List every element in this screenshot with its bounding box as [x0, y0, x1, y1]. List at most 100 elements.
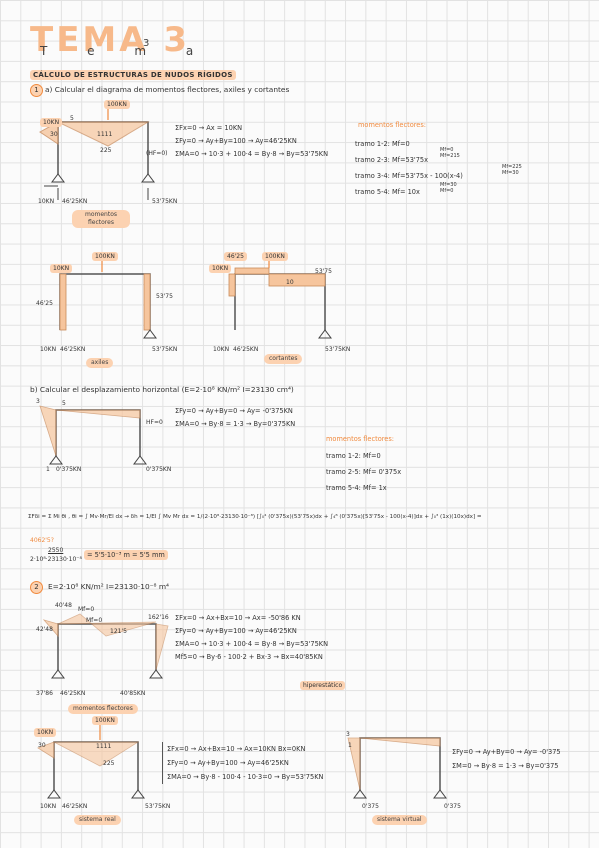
ct-badge: cortantes	[264, 354, 303, 364]
d1-label-1111: 1111	[97, 131, 113, 138]
real-top-load: 100KN	[92, 716, 118, 725]
ct-v-right: 53'75KN	[325, 346, 351, 353]
moment-line: tramo 2-3: Mf=53'75x	[355, 156, 429, 164]
bracket-line: Mf=0	[440, 188, 454, 194]
problem-2-header: E=2·10⁸ KN/m² I=23130·10⁻⁸ m⁴	[48, 582, 170, 591]
ax-left-load: 10KN	[50, 264, 73, 273]
d2-top1: 40'48	[55, 602, 72, 609]
v1-react: 1	[46, 466, 50, 473]
real-left-load: 10KN	[34, 728, 57, 737]
d2-top4: 162'16	[148, 614, 169, 621]
ct-left-load: 10KN	[209, 264, 232, 273]
d2-v-right: 40'85KN	[120, 690, 146, 697]
ax-top-load: 100KN	[92, 252, 118, 261]
page-subtitle: T e m a	[40, 44, 212, 58]
eqb-line: ΣFy=0 → Ay+By=0 → Ay= -0'375KN	[175, 407, 293, 415]
real-left-react: 10KN	[40, 803, 57, 810]
equilibrium-b: ΣFy=0 → Ay+By=0 → Ay= -0'375KN ΣMA=0 → B…	[175, 405, 295, 431]
moment-b-line: tramo 1-2: Mf=0	[326, 452, 381, 460]
bracket-2: Mf=0 Mf=215	[440, 147, 460, 159]
d2-mid: Mf=0	[86, 617, 103, 624]
v1-right: HF=0	[146, 419, 163, 426]
eq2-line: Mf5=0 → By·6 - 100·2 + Bx·3 → Bx=40'85KN	[175, 653, 323, 661]
eq1-line: ΣFx=0 → Ax = 10KN	[175, 124, 243, 132]
ct-c1: 46'25	[224, 252, 247, 261]
moment-diagram-2	[42, 613, 169, 679]
hyper-label: hiperestático	[300, 681, 346, 690]
ax-left: 46'25	[36, 300, 53, 307]
moment-b-line: tramo 2-5: Mf= 0'375x	[326, 468, 402, 476]
result-note: 4062'5?	[30, 537, 54, 544]
eqr-line: ΣFy=0 → Ay+By=100 → Ay=46'25KN	[167, 759, 289, 767]
d1-v-right: 53'75KN	[152, 198, 178, 205]
moment-line: tramo 1-2: Mf=0	[355, 140, 410, 148]
shear-diagram	[228, 256, 332, 339]
virt-badge: sistema virtual	[372, 815, 427, 825]
ax-v-left: 46'25KN	[60, 346, 86, 353]
d2-left: 42'48	[36, 626, 53, 633]
d1-mid: 5	[70, 115, 74, 122]
problem-1a-statement: a) Calcular el diagrama de momentos flec…	[45, 85, 290, 94]
virt-left: 1	[348, 742, 352, 749]
real-l3: 1111	[96, 743, 112, 750]
d1-badge: momentos flectores	[72, 210, 130, 228]
d2-badge: momentos flectores	[68, 704, 138, 714]
eq2-line: ΣFx=0 → Ax+Bx=10 → Ax= -50'86 KN	[175, 614, 301, 622]
equilibrium-real: ΣFx=0 → Ax+Bx=10 → Ax=10KN Bx=0KN ΣFy=0 …	[162, 742, 323, 784]
equilibrium-1: ΣFx=0 → Ax = 10KN ΣFy=0 → Ay+By=100 → Ay…	[175, 122, 328, 161]
bracket-line: Mf=30	[502, 170, 519, 176]
ax-right: 53'75	[156, 293, 173, 300]
bracket-line: Mf=225	[502, 164, 522, 170]
integral-expression: ΣFδi = Σ Mi θi , θi = ∫ Mv·Mr/EI dx → δh…	[28, 514, 482, 520]
d1-top-load: 100KN	[104, 100, 130, 109]
v1-v-right: 0'375KN	[146, 466, 172, 473]
moment-line: tramo 3-4: Mf=53'75x - 100(x-4)	[355, 172, 463, 180]
d2-v-left: 46'25KN	[60, 690, 86, 697]
d2-top3: 121'5	[110, 628, 127, 635]
problem-1-number: 1	[30, 84, 43, 97]
moment-b-line: tramo 5-4: Mf= 1x	[326, 484, 387, 492]
d1-label-30: 30	[50, 131, 58, 138]
bracket-line: Mf=215	[440, 153, 460, 159]
ct-c3: 10	[286, 279, 294, 286]
equilibrium-virtual: ΣFy=0 → Ay+By=0 → Ay= -0'375 ΣM=0 → By·8…	[452, 745, 561, 773]
title-number: 3	[143, 38, 150, 49]
eq1-line: ΣMA=0 → 10·3 + 100·4 = By·8 → By=53'75KN	[175, 150, 329, 158]
virt-top: 3	[346, 731, 350, 738]
virt-v-left: 0'375	[362, 803, 379, 810]
d1-v-left: 46'25KN	[62, 198, 88, 205]
eqb-line: ΣMA=0 → By·8 = 1·3 → By=0'375KN	[175, 420, 296, 428]
d2-top2: Mf=0	[78, 606, 95, 613]
problem-1b-statement: b) Calcular el desplazamiento horizontal…	[30, 385, 294, 394]
d1-label-225: 225	[100, 147, 112, 154]
equilibrium-2: ΣFx=0 → Ax+Bx=10 → Ax= -50'86 KN ΣFy=0 →…	[175, 612, 328, 664]
eq1-line: ΣFy=0 → Ay+By=100 → Ay=46'25KN	[175, 137, 297, 145]
virt-v-right: 0'375	[444, 803, 461, 810]
moments-1-list: tramo 1-2: Mf=0 tramo 2-3: Mf=53'75x tra…	[355, 136, 463, 200]
bracket-line: Mf=30	[440, 182, 457, 188]
real-badge: sistema real	[74, 815, 121, 825]
v1-v-left: 0'375KN	[56, 466, 82, 473]
result-value: = 5'5·10⁻³ m = 5'5 mm	[84, 549, 168, 562]
real-l1: 30	[38, 742, 46, 749]
bracket-4: Mf=30 Mf=0	[440, 182, 457, 194]
ct-v-left: 46'25KN	[233, 346, 259, 353]
real-v-right: 53'75KN	[145, 803, 171, 810]
d1-left-load: 10KN	[40, 118, 63, 127]
page-title: TEMA 3	[30, 20, 191, 60]
ax-badge: axiles	[86, 358, 114, 368]
ax-left-react: 10KN	[40, 346, 57, 353]
virtual-diagram-1	[39, 405, 147, 465]
real-system-diagram	[37, 724, 145, 799]
bracket-line: Mf=0	[440, 147, 454, 153]
ct-top-load: 100KN	[262, 252, 288, 261]
result-highlight: = 5'5·10⁻³ m = 5'5 mm	[84, 550, 168, 560]
eq2-line: ΣMA=0 → 10·3 + 100·4 = By·8 → By=53'75KN	[175, 640, 329, 648]
ct-left-react: 10KN	[213, 346, 230, 353]
ct-c2: 53'75	[315, 268, 332, 275]
eqv-line: ΣFy=0 → Ay+By=0 → Ay= -0'375	[452, 748, 561, 756]
moment-line: tramo 5-4: Mf= 10x	[355, 188, 420, 196]
problem-2-number: 2	[30, 581, 43, 594]
real-l2: 225	[103, 760, 115, 767]
eqv-line: ΣM=0 → By·8 = 1·3 → By=0'375	[452, 762, 559, 770]
